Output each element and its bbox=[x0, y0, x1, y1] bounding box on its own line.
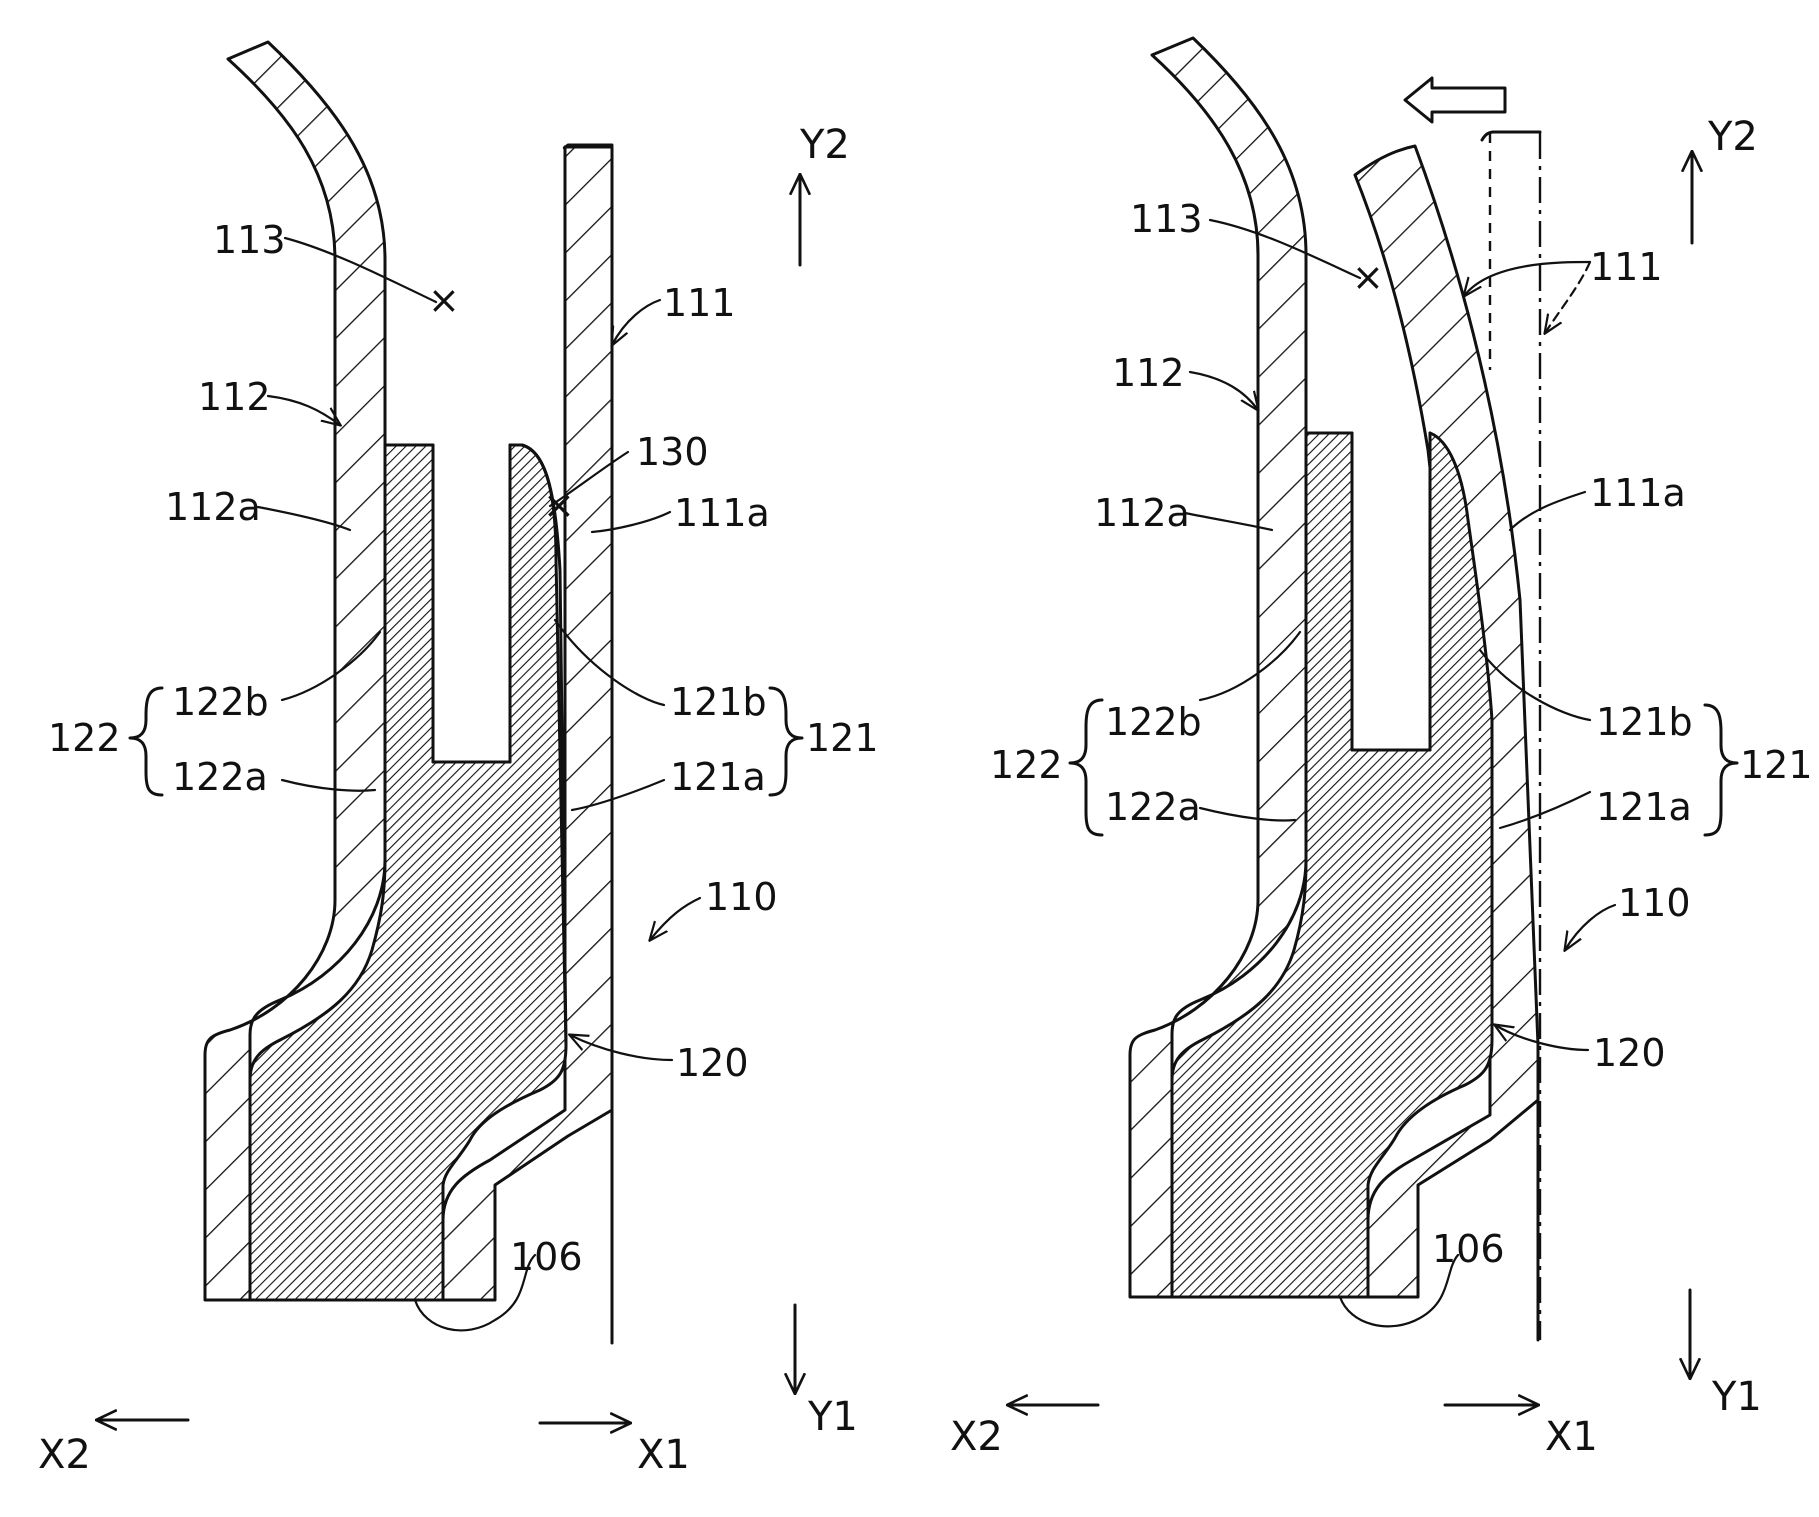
right-label-120: 120 bbox=[1593, 1031, 1666, 1075]
right-axis-x1: X1 bbox=[1545, 1414, 1598, 1460]
right-label-112a: 112a bbox=[1094, 491, 1190, 535]
left-label-130: 130 bbox=[636, 430, 709, 474]
left-label-121: 121 bbox=[806, 716, 879, 760]
right-leader-112 bbox=[1190, 372, 1258, 410]
right-slot-outline bbox=[1352, 433, 1430, 750]
right-label-111: 111 bbox=[1590, 245, 1663, 289]
left-axis-y1: Y1 bbox=[807, 1394, 858, 1440]
left-seal-120 bbox=[250, 445, 566, 1300]
left-label-121a: 121a bbox=[670, 755, 766, 799]
left-axis-y2: Y2 bbox=[799, 122, 850, 168]
left-label-122b: 122b bbox=[172, 680, 269, 724]
left-figure: × × 113 112 111 130 112a 111a 122 122b 1… bbox=[38, 42, 879, 1478]
right-label-110: 110 bbox=[1618, 881, 1691, 925]
right-brace-122 bbox=[1070, 700, 1102, 835]
left-leader-112 bbox=[268, 396, 340, 425]
left-axis-x1: X1 bbox=[637, 1432, 690, 1478]
left-label-122a: 122a bbox=[172, 755, 268, 799]
left-label-112: 112 bbox=[198, 375, 271, 419]
left-label-111a: 111a bbox=[674, 491, 770, 535]
right-label-112: 112 bbox=[1112, 351, 1185, 395]
right-brace-121 bbox=[1705, 705, 1737, 835]
right-label-122b: 122b bbox=[1105, 700, 1202, 744]
left-leader-110 bbox=[650, 898, 700, 940]
right-label-121b: 121b bbox=[1596, 700, 1693, 744]
right-label-106: 106 bbox=[1432, 1227, 1505, 1271]
right-label-111a: 111a bbox=[1590, 471, 1686, 515]
left-axis-x2: X2 bbox=[38, 1432, 91, 1478]
left-label-122: 122 bbox=[48, 716, 121, 760]
left-label-112a: 112a bbox=[165, 485, 261, 529]
left-label-110: 110 bbox=[705, 875, 778, 919]
left-label-120: 120 bbox=[676, 1041, 749, 1085]
left-slot-outline bbox=[433, 445, 510, 762]
right-label-121: 121 bbox=[1740, 743, 1813, 787]
right-axis-x2: X2 bbox=[950, 1414, 1003, 1460]
right-figure: × 113 112 111 112a 111a 122 122b 122a 12… bbox=[950, 38, 1813, 1460]
right-axis-y2: Y2 bbox=[1707, 114, 1758, 160]
left-label-111: 111 bbox=[663, 281, 736, 325]
right-label-122: 122 bbox=[990, 743, 1063, 787]
right-label-122a: 122a bbox=[1105, 785, 1201, 829]
right-label-121a: 121a bbox=[1596, 785, 1692, 829]
right-leader-111-b bbox=[1545, 262, 1590, 333]
right-leader-111a bbox=[1510, 492, 1585, 530]
left-label-113: 113 bbox=[213, 218, 286, 262]
left-x-mark-130: × bbox=[543, 483, 575, 527]
right-label-113: 113 bbox=[1130, 197, 1203, 241]
left-brace-122 bbox=[130, 688, 162, 795]
left-label-121b: 121b bbox=[670, 680, 767, 724]
right-leader-111-a bbox=[1464, 262, 1590, 296]
left-brace-121 bbox=[770, 688, 802, 795]
right-leader-110 bbox=[1565, 905, 1615, 950]
left-leader-111 bbox=[612, 300, 660, 345]
right-axis-y1: Y1 bbox=[1711, 1374, 1762, 1420]
left-label-106: 106 bbox=[510, 1235, 583, 1279]
right-motion-arrow bbox=[1405, 78, 1505, 122]
